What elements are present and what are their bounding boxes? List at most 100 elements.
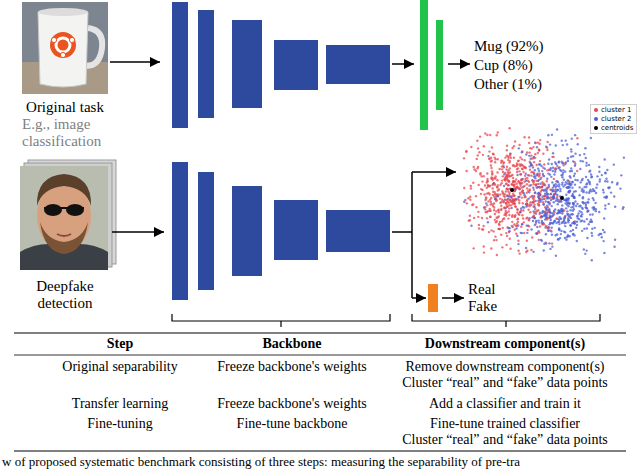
data-point	[486, 211, 488, 213]
data-point	[520, 232, 522, 234]
data-point	[569, 170, 571, 172]
data-point	[523, 136, 525, 138]
data-point	[548, 158, 550, 160]
data-point	[547, 196, 549, 198]
data-point	[482, 225, 484, 227]
data-point	[514, 140, 516, 142]
data-point	[509, 238, 511, 240]
data-point	[607, 186, 609, 188]
data-point	[528, 219, 530, 221]
data-point	[594, 227, 596, 229]
data-point	[515, 198, 517, 200]
data-point	[508, 207, 510, 209]
data-point	[546, 149, 548, 151]
data-point	[571, 195, 573, 197]
data-point	[517, 180, 519, 182]
data-point	[493, 239, 495, 241]
data-point	[549, 143, 551, 145]
data-point	[561, 222, 563, 224]
data-point	[523, 181, 525, 183]
data-point	[582, 201, 584, 203]
data-point	[475, 195, 477, 197]
data-point	[529, 147, 531, 149]
data-point	[469, 195, 471, 197]
data-point	[497, 209, 499, 211]
legend-text: centroids	[601, 124, 633, 133]
data-point	[535, 221, 537, 223]
data-point	[478, 151, 480, 153]
data-point	[537, 219, 539, 221]
data-point	[553, 178, 555, 180]
data-point	[524, 159, 526, 161]
data-point	[579, 160, 581, 162]
data-point	[524, 166, 526, 168]
data-point	[572, 209, 574, 211]
data-point	[544, 167, 546, 169]
data-point	[593, 208, 595, 210]
data-point	[526, 224, 528, 226]
data-point	[472, 181, 474, 183]
data-point	[521, 151, 523, 153]
data-point	[525, 217, 527, 219]
data-point	[587, 198, 589, 200]
data-point	[533, 173, 535, 175]
data-point	[483, 175, 485, 177]
data-point	[571, 181, 573, 183]
data-point	[576, 224, 578, 226]
data-point	[576, 170, 578, 172]
data-point	[542, 174, 544, 176]
data-point	[573, 190, 575, 192]
data-point	[515, 178, 517, 180]
data-point	[551, 234, 553, 236]
data-point	[581, 179, 583, 181]
data-point	[605, 177, 607, 179]
data-point	[501, 246, 503, 248]
data-point	[590, 232, 592, 234]
data-point	[479, 172, 481, 174]
data-point	[545, 200, 547, 202]
data-point	[567, 205, 569, 207]
data-point	[524, 175, 526, 177]
data-point	[497, 131, 499, 133]
data-point	[558, 166, 560, 168]
data-point	[490, 164, 492, 166]
data-point	[619, 187, 621, 189]
data-point	[541, 170, 543, 172]
data-point	[568, 190, 570, 192]
data-point	[571, 181, 573, 183]
data-point	[579, 204, 581, 206]
data-point	[585, 186, 587, 188]
data-point	[516, 218, 518, 220]
data-point	[508, 161, 510, 163]
data-point	[545, 208, 547, 210]
backbone-layers	[172, 2, 390, 128]
data-point	[555, 144, 557, 146]
arrows	[110, 62, 470, 298]
data-point	[478, 224, 480, 226]
data-point	[538, 213, 540, 215]
data-point	[512, 180, 514, 182]
data-point	[537, 141, 539, 143]
data-point	[601, 236, 603, 238]
data-point	[556, 165, 558, 167]
data-point	[587, 201, 589, 203]
data-point	[570, 225, 572, 227]
data-point	[590, 176, 592, 178]
data-point	[550, 219, 552, 221]
data-point	[538, 170, 540, 172]
data-point	[509, 167, 511, 169]
data-point	[585, 157, 587, 159]
data-point	[606, 196, 608, 198]
data-point	[587, 209, 589, 211]
class-score: Cup (8%)	[474, 57, 533, 74]
data-point	[566, 143, 568, 145]
data-point	[470, 146, 472, 148]
data-point	[492, 182, 494, 184]
data-point	[580, 215, 582, 217]
data-point	[574, 172, 576, 174]
data-point	[486, 134, 488, 136]
data-point	[546, 180, 548, 182]
data-point	[576, 214, 578, 216]
image-caption: E.g., image classification	[22, 116, 126, 150]
data-point	[520, 179, 522, 181]
